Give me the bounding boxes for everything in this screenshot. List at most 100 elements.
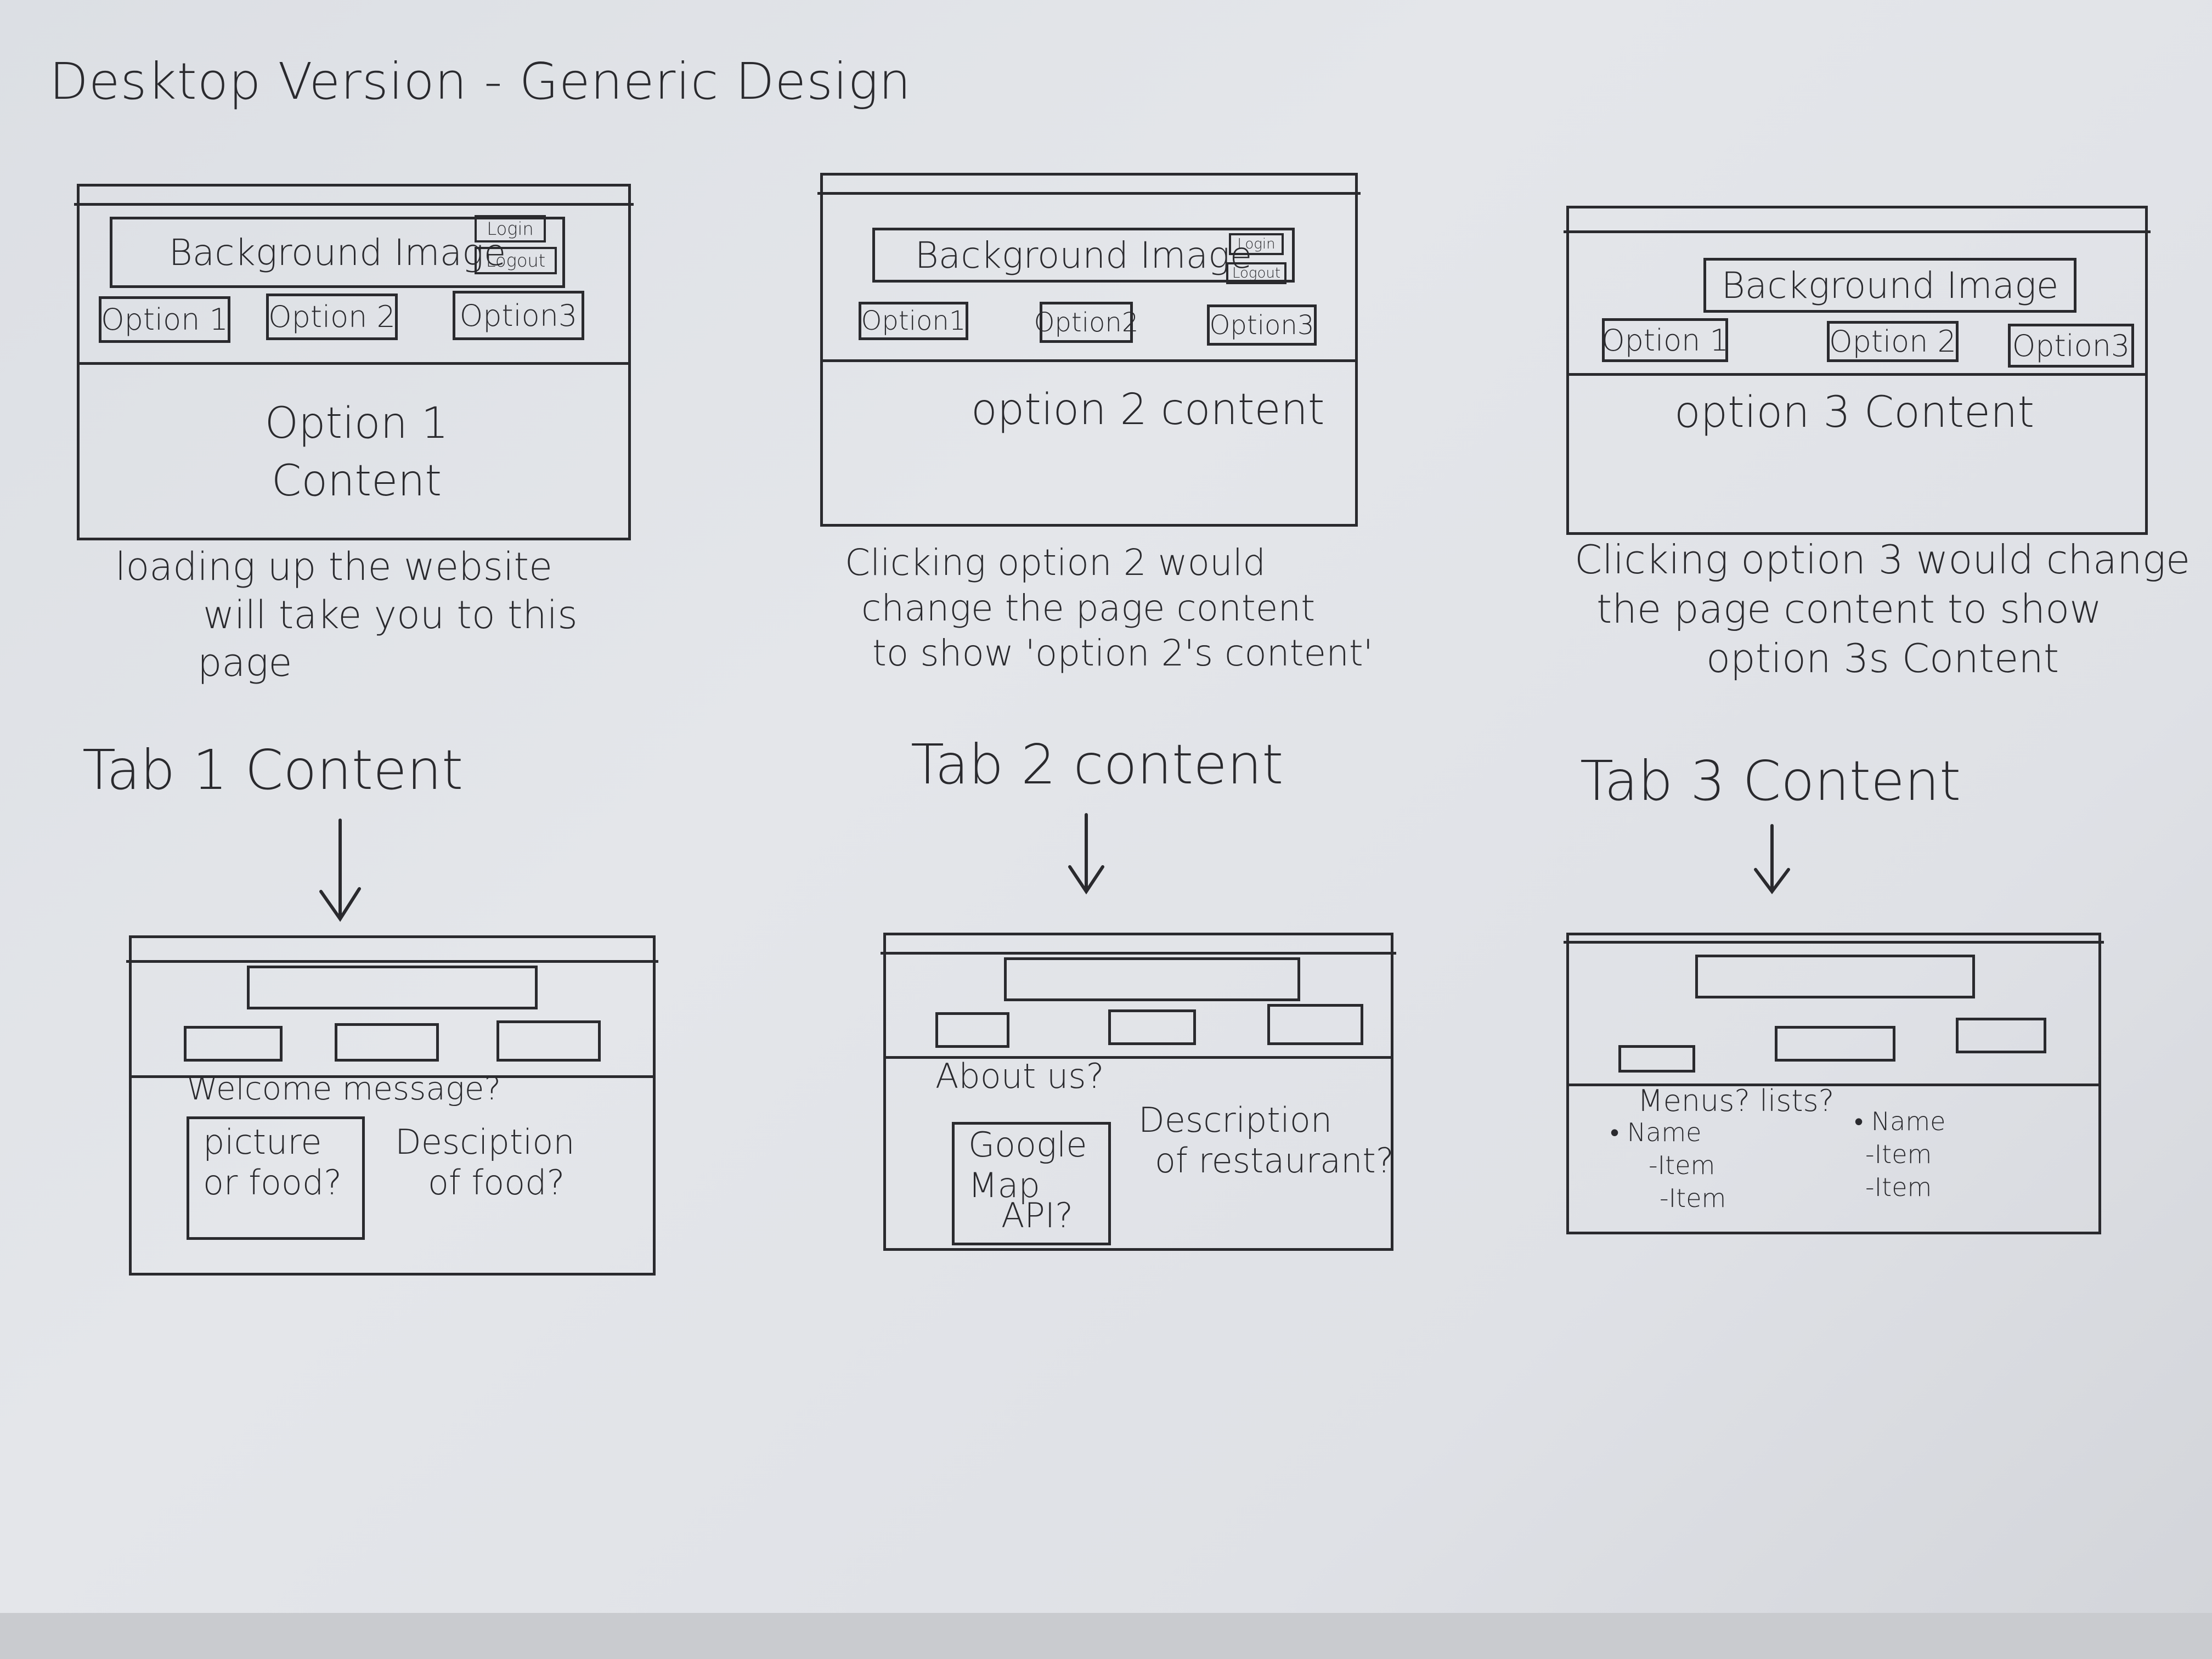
caption-line: loading up the website bbox=[115, 544, 553, 589]
header-divider bbox=[1569, 373, 2145, 376]
wireframe-tab-3: Menus? lists? • Name -Item -Item • Name … bbox=[1564, 933, 2104, 1234]
box-line: picture bbox=[203, 1122, 322, 1162]
header-divider bbox=[823, 359, 1355, 362]
background-image-box bbox=[247, 966, 538, 1009]
caption-line: Clicking option 2 would bbox=[845, 541, 1266, 584]
logout-button[interactable]: Logout bbox=[1226, 262, 1286, 284]
box-line: Map bbox=[968, 1165, 1040, 1206]
caption-line: will take you to this bbox=[203, 592, 578, 637]
menu-name: • Name bbox=[1854, 1107, 1946, 1136]
down-arrow-icon bbox=[1068, 813, 1104, 895]
frame-top-rule bbox=[817, 192, 1361, 195]
caption-line: change the page content bbox=[861, 586, 1316, 629]
option-2-tab[interactable] bbox=[1108, 1009, 1196, 1045]
box-line: API? bbox=[1001, 1195, 1073, 1235]
welcome-message-heading: Welcome message? bbox=[187, 1070, 501, 1107]
menu-list-column-2: • Name -Item -Item bbox=[1854, 1105, 1945, 1204]
option-2-tab[interactable]: Option 2 bbox=[266, 294, 398, 340]
background-image-box bbox=[1695, 955, 1975, 998]
background-image-label: Background Image bbox=[915, 234, 1252, 276]
caption-line: option 3s Content bbox=[1706, 635, 2059, 681]
caption-line: Clicking option 3 would change bbox=[1575, 537, 2191, 583]
option-3-tab[interactable]: Option3 bbox=[1207, 304, 1317, 346]
wireframe-option-2: Background Image Login Logout Option1 Op… bbox=[817, 173, 1361, 527]
option-1-tab[interactable]: Option 1 bbox=[99, 296, 230, 343]
page-title: Desktop Version - Generic Design bbox=[49, 52, 912, 111]
option-1-tab[interactable] bbox=[184, 1026, 283, 1062]
food-picture-box bbox=[187, 1116, 365, 1240]
frame-top-rule bbox=[1564, 941, 2104, 944]
option-2-content: option 2 content bbox=[971, 385, 1325, 435]
wireframe-tab-1: Welcome message? picture or food? Descip… bbox=[126, 935, 658, 1276]
menu-name: • Name bbox=[1610, 1118, 1702, 1147]
menu-item: -Item bbox=[1865, 1172, 1932, 1202]
option-2-tab[interactable]: Option2 bbox=[1034, 302, 1138, 343]
menu-item: -Item bbox=[1865, 1139, 1932, 1169]
option-3-content: option 3 Content bbox=[1674, 388, 2035, 437]
caption-home: loading up the website will take you to … bbox=[115, 543, 578, 687]
option-1-tab[interactable]: Option1 bbox=[859, 302, 968, 340]
frame-top-rule bbox=[881, 952, 1396, 955]
paper-sheet bbox=[0, 0, 2212, 1613]
restaurant-description: Description of restaurant? bbox=[1138, 1100, 1394, 1182]
wireframe-home: Background Image Login Logout Option 1 O… bbox=[74, 184, 634, 540]
caption-line: the page content to show bbox=[1596, 586, 2102, 632]
option-2-tab[interactable]: Option 2 bbox=[1827, 321, 1959, 362]
side-line: of restaurant? bbox=[1155, 1141, 1394, 1181]
logout-button[interactable]: Logout bbox=[475, 247, 557, 274]
box-line: Google bbox=[968, 1125, 1087, 1165]
google-map-label: Google Map API? bbox=[968, 1125, 1087, 1236]
box-line: or food? bbox=[203, 1163, 342, 1203]
header-divider bbox=[1569, 1084, 2098, 1086]
down-arrow-icon bbox=[1754, 824, 1790, 894]
option-2-tab[interactable] bbox=[335, 1023, 439, 1062]
side-line: Desciption bbox=[395, 1122, 575, 1162]
menu-list-column-1: • Name -Item -Item bbox=[1610, 1116, 1726, 1215]
google-map-box bbox=[952, 1122, 1111, 1245]
menu-item: -Item bbox=[1660, 1183, 1726, 1213]
background-image-box bbox=[1004, 957, 1300, 1001]
tab-2-label: Tab 2 content bbox=[911, 732, 1284, 797]
frame-top-rule bbox=[126, 960, 658, 963]
about-us-heading: About us? bbox=[935, 1056, 1104, 1096]
background-image-label: Background Image bbox=[1721, 264, 2059, 307]
content-line-2: Content bbox=[271, 456, 442, 506]
login-button[interactable]: Login bbox=[1229, 233, 1284, 255]
option-1-tab[interactable]: Option 1 bbox=[1601, 318, 1729, 362]
food-description: Desciption of food? bbox=[395, 1122, 575, 1204]
down-arrow-icon bbox=[319, 819, 361, 922]
side-line: of food? bbox=[428, 1163, 565, 1203]
login-button[interactable]: Login bbox=[475, 215, 546, 242]
option-1-content: Option 1 Content bbox=[233, 395, 480, 511]
caption-line: to show 'option 2's content' bbox=[872, 632, 1373, 674]
caption-option-3: Clicking option 3 would change the page … bbox=[1575, 535, 2190, 683]
tab-3-label: Tab 3 Content bbox=[1580, 749, 1961, 813]
option-3-tab[interactable] bbox=[496, 1020, 601, 1062]
tab-1-label: Tab 1 Content bbox=[82, 738, 464, 802]
wireframe-tab-2: About us? Google Map API? Description of… bbox=[881, 933, 1396, 1251]
header-divider bbox=[80, 362, 628, 365]
header-divider bbox=[886, 1056, 1391, 1059]
background-image-label: Background Image bbox=[168, 231, 506, 274]
content-line-1: Option 1 bbox=[264, 399, 449, 448]
background-image-box: Background Image bbox=[110, 217, 565, 288]
option-3-tab[interactable]: Option3 bbox=[453, 291, 584, 340]
side-line: Description bbox=[1138, 1100, 1333, 1140]
background-image-box: Background Image bbox=[1703, 258, 2076, 313]
option-1-tab[interactable] bbox=[935, 1012, 1009, 1048]
option-3-tab[interactable] bbox=[1956, 1018, 2046, 1053]
option-3-tab[interactable] bbox=[1267, 1004, 1363, 1045]
background-image-box: Background Image bbox=[872, 228, 1295, 283]
wireframe-option-3: Background Image Option 1 Option 2 Optio… bbox=[1564, 206, 2151, 535]
food-picture-label: picture or food? bbox=[203, 1122, 342, 1204]
option-1-tab[interactable] bbox=[1618, 1045, 1695, 1073]
option-2-tab[interactable] bbox=[1775, 1026, 1895, 1062]
menus-heading: Menus? lists? bbox=[1638, 1084, 1835, 1118]
frame-top-rule bbox=[74, 203, 634, 206]
header-divider bbox=[132, 1075, 653, 1078]
frame-top-rule bbox=[1564, 230, 2151, 233]
caption-option-2: Clicking option 2 would change the page … bbox=[845, 540, 1373, 676]
option-3-tab[interactable]: Option3 bbox=[2008, 324, 2134, 368]
caption-line: page bbox=[198, 640, 292, 685]
menu-item: -Item bbox=[1649, 1150, 1716, 1180]
